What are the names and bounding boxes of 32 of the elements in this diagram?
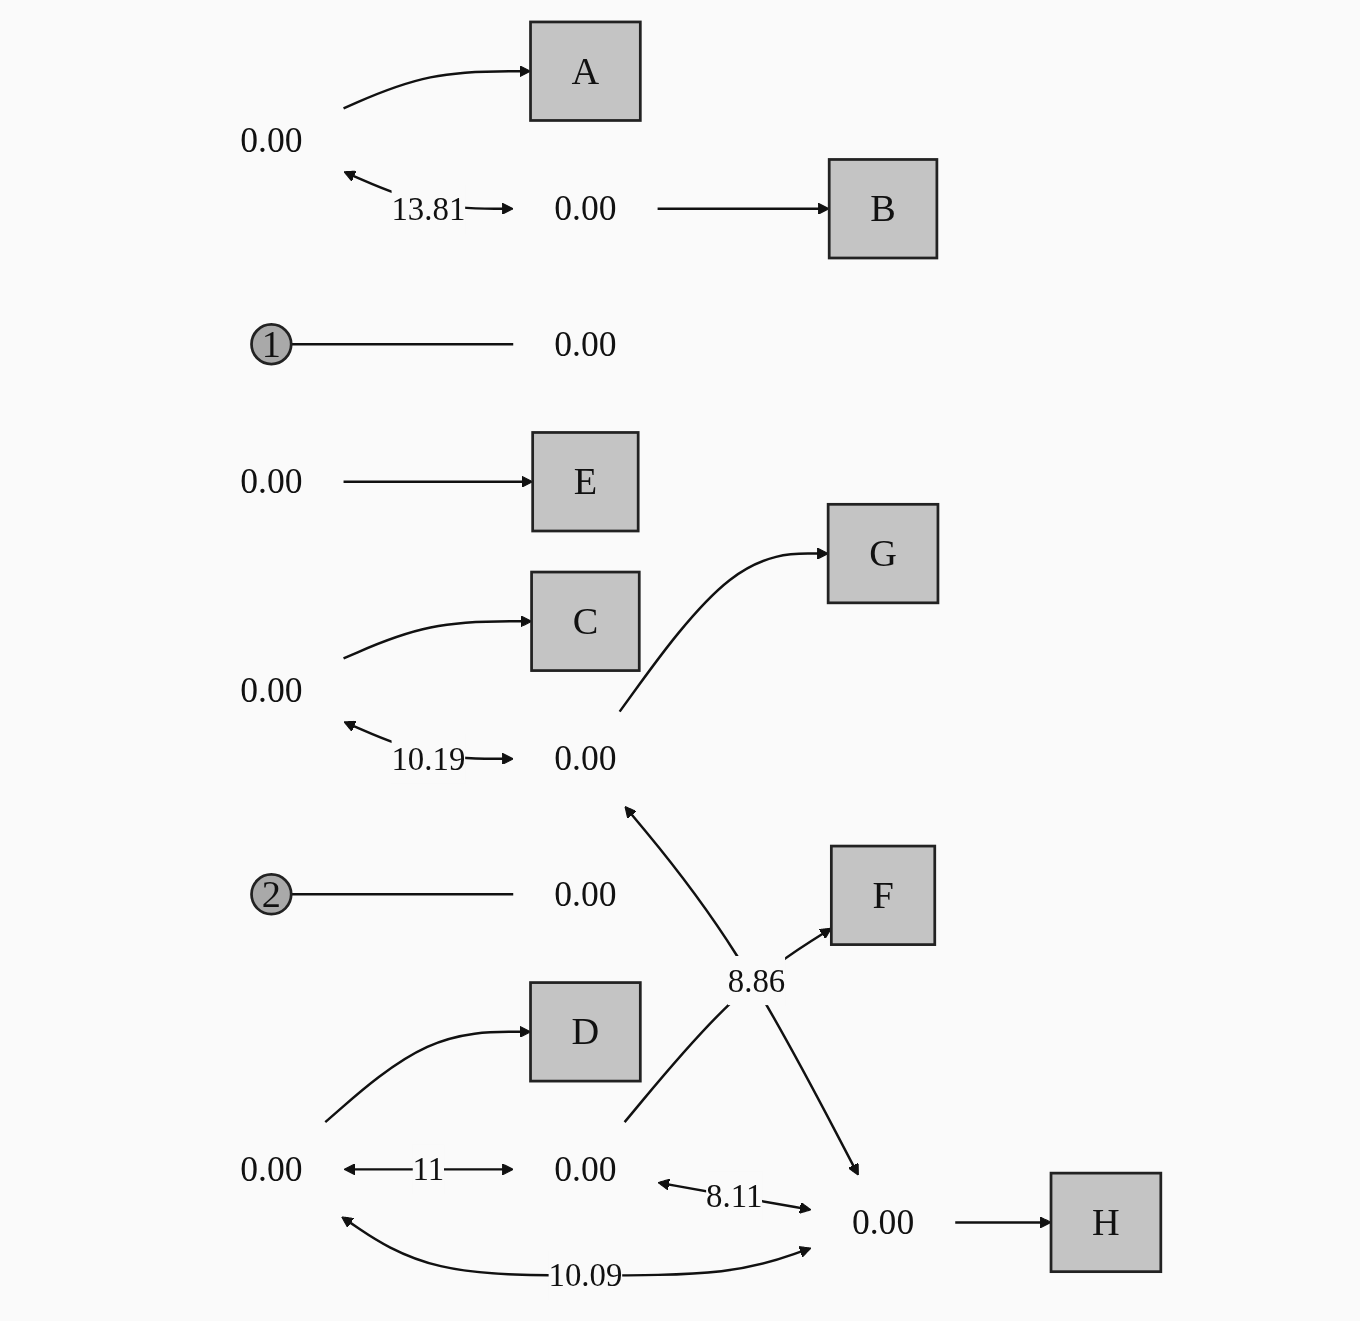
node-text: 0.00 [240,119,303,160]
arrow [618,547,829,712]
node-text: 0.00 [240,1149,303,1189]
node-text: 0.00 [554,323,617,364]
node-text: 0.00 [851,1202,915,1242]
node-box: G [826,502,940,604]
edge-label: 10.19 [391,740,466,777]
edge-label: 8.86 [727,962,786,998]
node-text: 0.00 [554,1149,617,1189]
arrow [624,805,859,1176]
node-box: C [530,570,641,672]
node-box: E [531,430,640,532]
node-text: 0.00 [554,188,617,229]
connector [291,342,514,345]
node-box: F [829,844,937,946]
edge-label: 8.11 [706,1178,763,1214]
edge-label: 10.09 [548,1257,623,1293]
node-text: 0.00 [240,669,303,710]
node-box: D [529,980,642,1082]
arrow [657,202,830,215]
node-circle: 1 [250,322,293,365]
node-text: 0.00 [554,873,617,914]
connector [291,892,514,896]
node-box: B [827,157,939,259]
node-text: 0.00 [240,461,303,502]
arrow [955,1215,1052,1228]
edge-label: 13.81 [391,190,466,227]
node-text: 0.00 [554,738,617,779]
node-circle: 2 [250,872,293,916]
node-box: A [529,20,642,122]
edge-label: 11 [412,1151,445,1187]
node-box: H [1049,1171,1163,1273]
